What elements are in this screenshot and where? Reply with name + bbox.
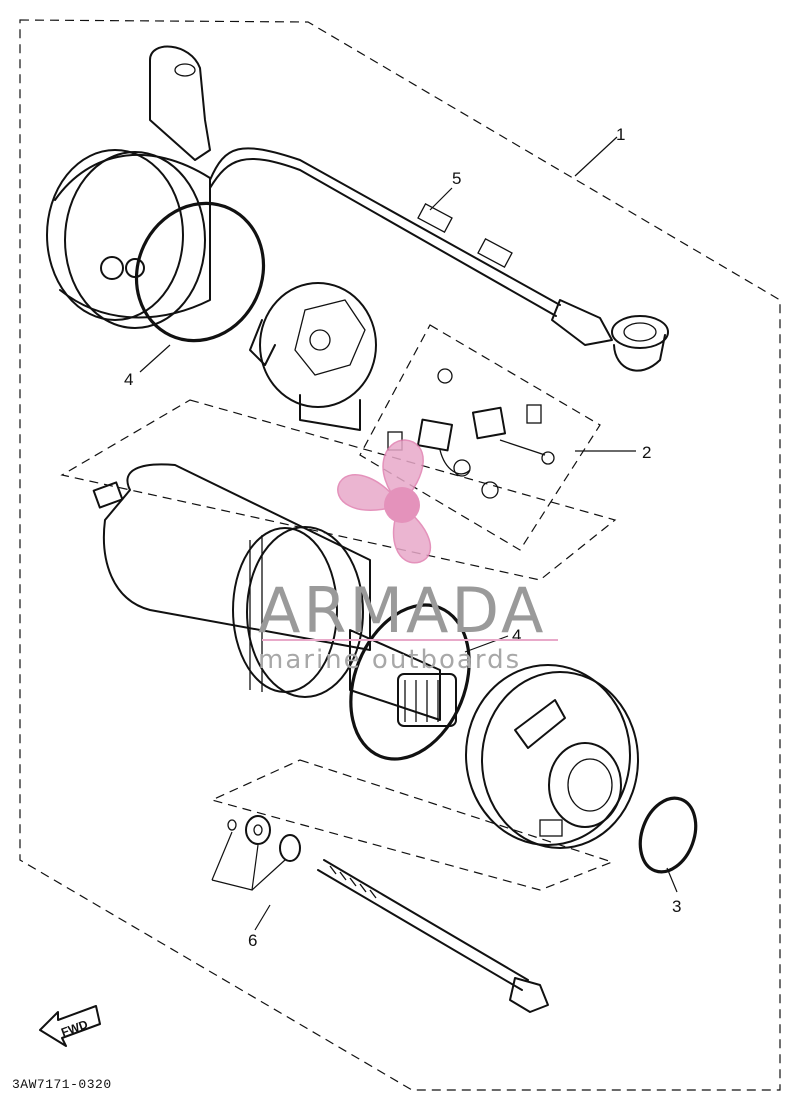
washer-set	[227, 815, 301, 862]
callout-4-middle: 4	[512, 626, 521, 645]
o-ring-small	[638, 796, 698, 874]
propeller-logo-icon	[337, 439, 431, 564]
yoke-armature	[92, 463, 457, 727]
through-bolt	[317, 859, 549, 1013]
leader-lines	[139, 136, 678, 931]
o-ring-upper	[134, 201, 266, 343]
callout-6: 6	[248, 931, 257, 950]
callout-5: 5	[452, 169, 461, 188]
callout-3: 3	[672, 897, 681, 916]
brush-kit-parts	[387, 368, 555, 499]
watermark-name: ARMADA	[258, 574, 546, 647]
assembly-boundary	[19, 19, 781, 1091]
front-cover	[465, 664, 639, 849]
watermark-tagline: marine outboards	[258, 645, 521, 675]
fwd-label: FWD	[59, 1017, 90, 1040]
hardware-boundary	[210, 759, 614, 891]
rear-housing	[46, 45, 211, 329]
lead-wire	[209, 147, 669, 372]
forward-arrow: FWD	[39, 1005, 101, 1047]
brush-kit-boundary	[359, 324, 601, 551]
callout-2: 2	[642, 443, 651, 462]
callout-4-upper: 4	[124, 370, 133, 389]
brush-holder	[249, 282, 377, 431]
o-ring-middle	[349, 603, 471, 761]
drawing-code: 3AW7171-0320	[12, 1077, 112, 1092]
callout-1: 1	[616, 125, 625, 144]
